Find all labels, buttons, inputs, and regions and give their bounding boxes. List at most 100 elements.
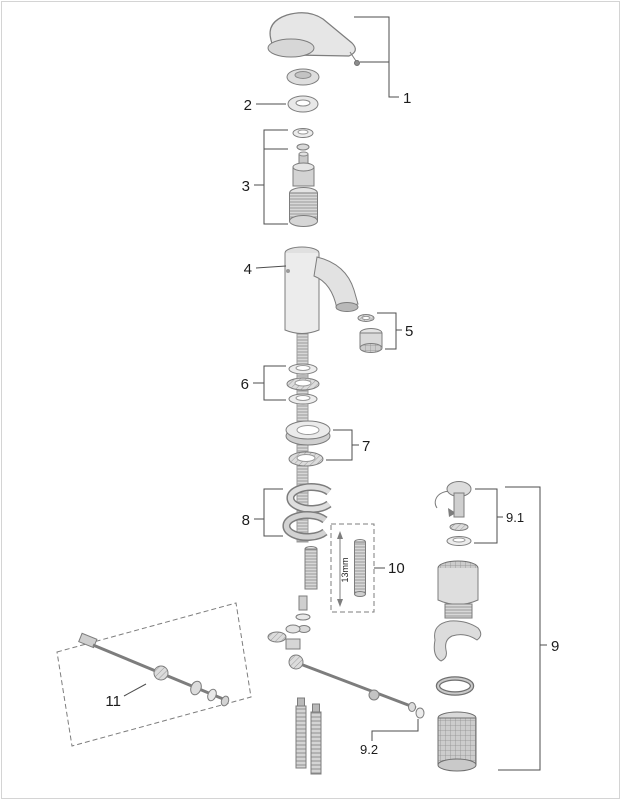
part-pivot-hook [433, 620, 482, 662]
drain-body-bottom [437, 758, 477, 772]
cartridge-ring-hole [297, 129, 309, 135]
plug-stem [453, 492, 465, 518]
cartridge-body-top [292, 162, 315, 172]
part-aerator [357, 314, 383, 353]
service-rod-washer [207, 688, 217, 702]
washer-top-hole [295, 365, 311, 371]
stud-screw [298, 595, 308, 611]
callout-9-1-bracket [474, 488, 503, 544]
hose-right [310, 711, 322, 775]
hose-connector-right [312, 703, 320, 713]
callout-11-leader [123, 683, 147, 697]
part-plug [434, 481, 472, 546]
callout-2: 2 [244, 97, 252, 114]
o-ring-highlight [437, 677, 473, 695]
lift-rod-end [415, 707, 425, 719]
fixing-seal [267, 631, 287, 643]
part-supply-hoses [295, 697, 322, 775]
clamp-upper-face [287, 484, 331, 512]
plug-washer-hole [452, 537, 466, 543]
dimension-arrow-down [337, 599, 343, 607]
callout-7-bracket [326, 429, 359, 461]
callout-11: 11 [105, 693, 121, 710]
aerator-screen [359, 343, 383, 353]
handle-base [267, 38, 315, 58]
washer-seal-hole [294, 379, 312, 387]
fixing-block [285, 638, 301, 650]
callout-9: 9 [551, 638, 559, 655]
handle-screw-leader [349, 51, 357, 62]
callout-8: 8 [242, 512, 250, 529]
part-mounting-stud [295, 546, 318, 633]
tool-dashed-box [330, 523, 375, 613]
service-rod-nut [220, 695, 230, 707]
part-washers [286, 363, 320, 405]
part-drain-flange [437, 560, 479, 619]
service-rod-clip [78, 632, 98, 649]
part-faucet-body [284, 246, 359, 334]
lift-rod-pivot-ball [288, 654, 304, 670]
service-dashed-box [56, 602, 252, 747]
cap-dome-hole [294, 71, 312, 79]
callout-5-bracket [377, 312, 402, 350]
callout-9-bracket [498, 486, 547, 771]
callout-4-leader [255, 265, 287, 269]
cap-ring-hole [295, 99, 311, 107]
washer-bottom-hole [295, 395, 311, 401]
fixing-washer [285, 624, 301, 634]
lift-rod-nut [408, 702, 416, 712]
callout-1-bracket [354, 16, 399, 98]
lift-rod [294, 660, 417, 710]
cartridge-nut-bottom [289, 215, 318, 227]
dimension-arrow-up [337, 531, 343, 539]
service-rod-ball [153, 665, 169, 681]
part-lift-rod [288, 654, 425, 719]
callout-1: 1 [403, 90, 411, 107]
drain-body-mesh [437, 717, 477, 766]
callout-9-2-bracket [371, 719, 419, 741]
callout-3-bracket [254, 129, 288, 225]
flange-seal-hole [296, 454, 316, 462]
callout-9-1: 9.1 [506, 510, 524, 525]
part-mounting-clamps [282, 483, 332, 541]
tool-socket [354, 541, 366, 595]
stud-threaded-rod [304, 548, 318, 590]
callout-7: 7 [362, 438, 370, 455]
stud-washer [295, 613, 311, 621]
part-base-flange [285, 420, 331, 467]
part-handle [267, 12, 360, 66]
body-spout [313, 256, 359, 310]
cartridge-washer [296, 143, 310, 151]
hose-left [295, 705, 307, 769]
callout-6-bracket [253, 365, 286, 401]
callout-5: 5 [405, 323, 413, 340]
part-service-rod-box [56, 602, 252, 747]
body-pin [286, 269, 290, 273]
callout-4: 4 [244, 261, 252, 278]
callout-8-bracket [254, 488, 283, 537]
drain-flange-body [437, 568, 479, 605]
lift-rod-ball [368, 689, 380, 701]
part-drain-body [437, 711, 477, 772]
drain-flange-thread [444, 603, 473, 619]
clamp-lower-face [283, 512, 327, 540]
callout-6: 6 [241, 376, 249, 393]
part-fixing-set [267, 624, 301, 650]
part-cartridge-group [289, 128, 318, 227]
rotation-arrow-head [448, 508, 456, 517]
part-cap [286, 68, 320, 113]
flange-hole [296, 425, 320, 435]
callout-10: 10 [388, 560, 405, 577]
tool-bottom [354, 591, 366, 597]
handle-screw [354, 60, 360, 66]
hose-connector-left [297, 697, 305, 707]
spout-outlet [335, 302, 359, 312]
cartridge-stem-top [298, 151, 309, 157]
callout-3: 3 [242, 178, 250, 195]
part-tool-box [330, 523, 375, 613]
body-column [284, 253, 320, 334]
service-rod-seal [190, 680, 202, 696]
aerator-seal-hole [361, 315, 371, 321]
